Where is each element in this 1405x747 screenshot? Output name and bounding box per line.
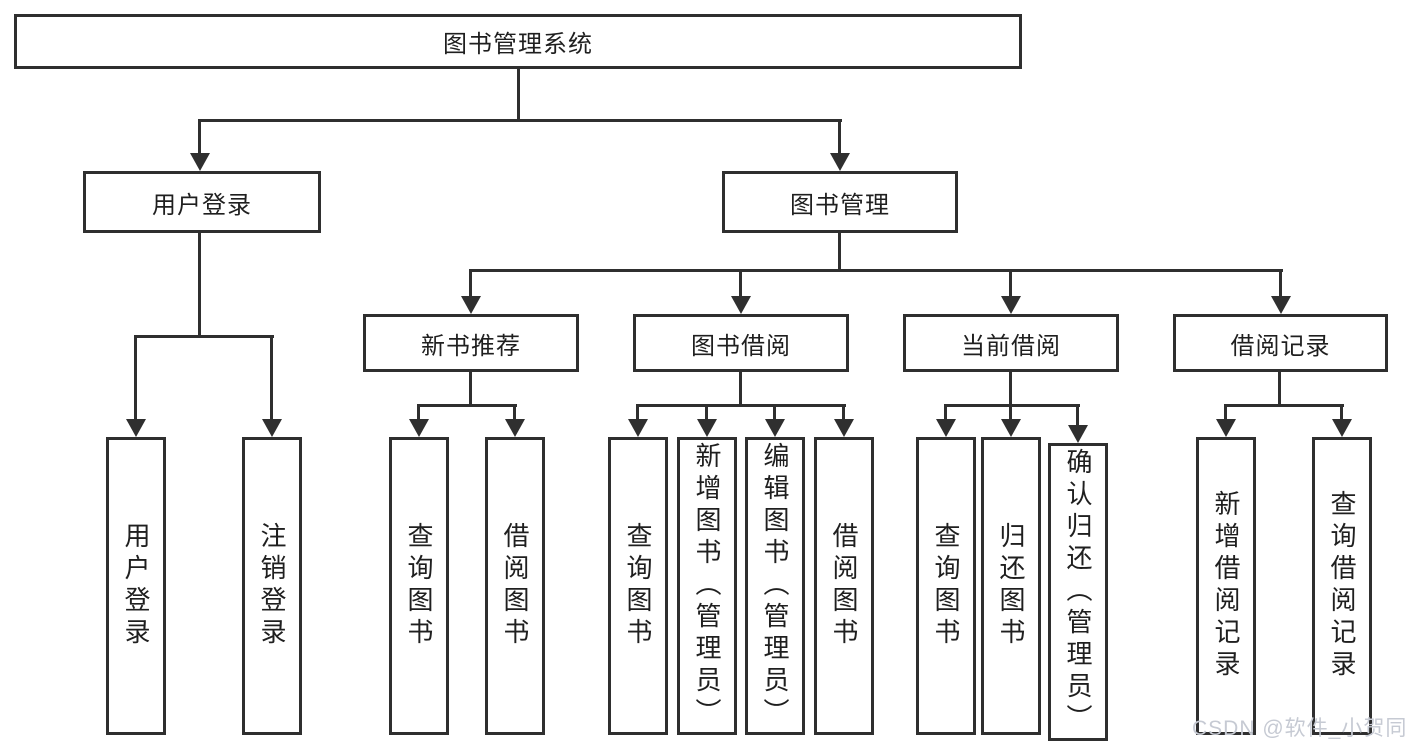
arrow-to-leaf-user-login [126,419,146,437]
leaf-query-borrow-record: 查询借阅记录 [1312,437,1372,735]
node-book-borrowing: 图书借阅 [633,314,849,372]
node-new-book-recommend: 新书推荐 [363,314,579,372]
connector-to-borrowing-records [1279,269,1282,298]
node-user-login: 用户登录 [83,171,321,233]
connector-to-leaf-query-books-1 [417,404,420,421]
arrow-to-new-book-recommend [461,296,481,314]
leaf-query-books-2: 查询图书 [608,437,668,735]
connector-to-leaf-query-record [1340,404,1343,421]
connector-book-borrowing-branch [636,404,846,407]
connector-to-leaf-edit-book [773,404,776,421]
arrow-to-leaf-query-books-1 [409,419,429,437]
arrow-to-leaf-add-record [1216,419,1236,437]
connector-to-leaf-logout [270,335,273,421]
arrow-to-leaf-add-book [697,419,717,437]
leaf-add-book-admin: 新增图书（管理员） [677,437,737,735]
arrow-to-leaf-confirm-return [1068,425,1088,443]
leaf-query-books-1: 查询图书 [389,437,449,735]
connector-to-current-borrowing [1009,269,1012,298]
connector-to-leaf-add-book [705,404,708,421]
arrow-to-book-borrowing [731,296,751,314]
node-library-management-system: 图书管理系统 [14,14,1022,69]
connector-borrowing-records-stem [1278,372,1281,406]
leaf-borrow-books-1: 借阅图书 [485,437,545,735]
leaf-return-books: 归还图书 [981,437,1041,735]
arrow-to-leaf-return-books [1001,419,1021,437]
leaf-confirm-return-admin: 确认归还（管理员） [1048,443,1108,741]
connector-new-book-stem [469,372,472,406]
connector-to-book-management [838,119,841,155]
connector-book-borrowing-stem [739,372,742,406]
leaf-edit-book-admin: 编辑图书（管理员） [745,437,805,735]
connector-current-borrowing-stem [1009,372,1012,406]
leaf-add-borrow-record: 新增借阅记录 [1196,437,1256,735]
connector-book-management-stem [838,233,841,270]
arrow-to-borrowing-records [1271,296,1291,314]
node-current-borrowing: 当前借阅 [903,314,1119,372]
connector-to-leaf-return-books [1009,404,1012,421]
leaf-logout: 注销登录 [242,437,302,735]
connector-to-user-login [198,119,201,155]
connector-to-leaf-confirm-return [1076,404,1079,427]
arrow-to-leaf-query-books-2 [628,419,648,437]
node-book-management: 图书管理 [722,171,958,233]
connector-root-branch [198,119,842,122]
connector-book-management-branch [469,269,1283,272]
leaf-user-login: 用户登录 [106,437,166,735]
connector-current-borrowing-branch [944,404,1080,407]
connector-to-book-borrowing [739,269,742,298]
arrow-to-leaf-logout [262,419,282,437]
connector-to-leaf-query-books-2 [636,404,639,421]
connector-to-leaf-query-books-3 [944,404,947,421]
connector-to-new-book-recommend [469,269,472,298]
arrow-to-leaf-borrow-books-2 [834,419,854,437]
arrow-to-book-management [830,153,850,171]
connector-borrowing-records-branch [1224,404,1344,407]
connector-to-leaf-borrow-books-2 [842,404,845,421]
watermark-text: CSDN @软件_小贺同学 [1192,717,1405,740]
arrow-to-current-borrowing [1001,296,1021,314]
arrow-to-user-login [190,153,210,171]
node-borrowing-records: 借阅记录 [1173,314,1388,372]
leaf-borrow-books-2: 借阅图书 [814,437,874,735]
arrow-to-leaf-query-record [1332,419,1352,437]
connector-user-login-branch [134,335,274,338]
connector-new-book-branch [417,404,517,407]
connector-to-leaf-borrow-books-1 [513,404,516,421]
arrow-to-leaf-borrow-books-1 [505,419,525,437]
connector-to-leaf-add-record [1224,404,1227,421]
leaf-query-books-3: 查询图书 [916,437,976,735]
connector-root-stem [517,68,520,120]
connector-user-login-stem [198,233,201,336]
arrow-to-leaf-edit-book [765,419,785,437]
connector-to-leaf-user-login [134,335,137,421]
arrow-to-leaf-query-books-3 [936,419,956,437]
